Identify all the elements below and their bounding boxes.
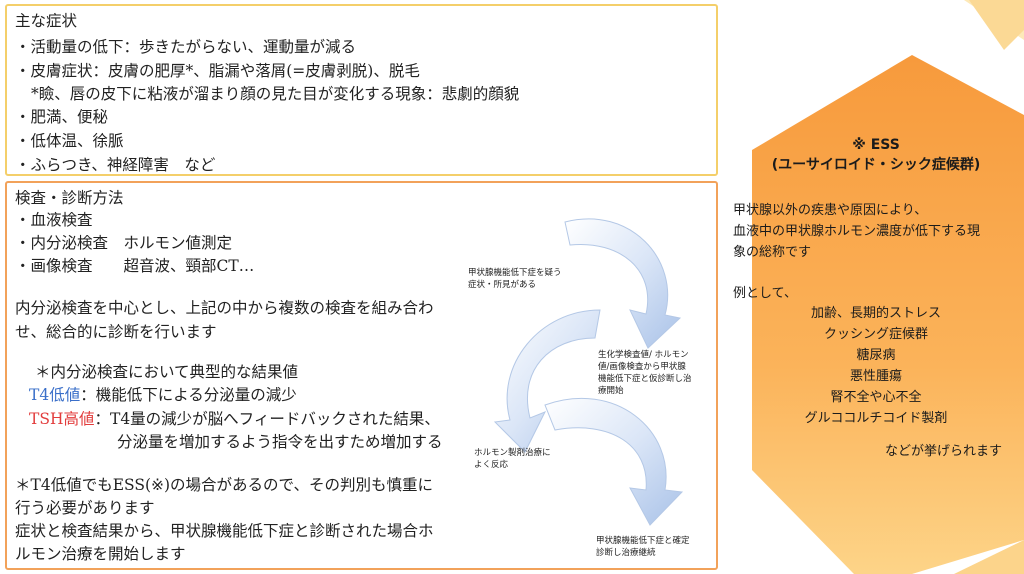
tsh-text-continued: 分泌量を増加するよう指令を出すため増加する: [117, 433, 443, 451]
symptom-line: ・皮膚症状：皮膚の肥厚*、脂漏や落屑(=皮膚剥脱)、脱毛: [15, 62, 420, 80]
t4-label: T4低値: [29, 386, 81, 404]
test-item: ・画像検査 超音波、頸部CT…: [15, 257, 255, 275]
flow-arrow-3: [544, 397, 684, 526]
ess-example: 加齢、長期的ストレス: [810, 306, 941, 321]
ess-example: クッシング症候群: [823, 327, 928, 342]
ess-example: 腎不全や心不全: [830, 390, 922, 405]
symptom-line: ・活動量の低下：歩きたがらない、運動量が減る: [15, 38, 357, 56]
summary-line: 内分泌検査を中心とし、上記の中から複数の検査を組み合わ: [15, 299, 434, 317]
ess-example: 悪性腫瘍: [849, 369, 902, 384]
tsh-label: TSH高値: [29, 410, 95, 428]
symptom-line: ・低体温、徐脈: [15, 132, 124, 150]
treatment-flow-arrows: [493, 218, 684, 526]
tsh-result: TSH高値：T4量の減少が脳へフィードバックされた結果、: [29, 408, 440, 430]
symptoms-heading: 主な症状: [15, 12, 78, 30]
t4-text: ：機能低下による分泌量の減少: [80, 386, 297, 404]
typical-results-heading: ＊内分泌検査において典型的な結果値: [35, 363, 299, 381]
flow-arrow-1: [564, 218, 682, 349]
flow-step-1: 甲状腺機能低下症を疑う 症状・所見がある: [468, 268, 562, 290]
ess-example-intro: 例として、: [733, 286, 797, 301]
symptoms-box: 主な症状 ・活動量の低下：歩きたがらない、運動量が減る ・皮膚症状：皮膚の肥厚*…: [5, 4, 718, 176]
note-line: 症状と検査結果から、甲状腺機能低下症と診断された場合ホ: [15, 522, 434, 540]
ess-closing: などが挙げられます: [885, 444, 1003, 459]
ess-example: 糖尿病: [856, 348, 896, 363]
note-line: ルモン治療を開始します: [15, 545, 186, 563]
symptom-line: ・ふらつき、神経障害 など: [15, 156, 216, 174]
ess-subtitle: (ユーサイロイド・シック症候群): [771, 157, 981, 173]
ess-title: ※ ESS: [852, 137, 900, 153]
flow-arrow-2: [493, 309, 601, 453]
ess-panel-background: [752, 0, 1024, 574]
ess-example: グルココルチコイド製剤: [804, 411, 948, 426]
t4-result: T4低値：機能低下による分泌量の減少: [29, 384, 297, 406]
summary-line: せ、総合的に診断を行います: [15, 323, 217, 341]
flow-step-4: 甲状腺機能低下症と確定 診断し治療継続: [596, 536, 690, 558]
ess-description: 甲状腺以外の疾患や原因により、 血液中の甲状腺ホルモン濃度が低下する現 象の総称…: [733, 203, 981, 260]
flow-step-3: ホルモン製剤治療に よく反応: [474, 448, 551, 470]
test-item: ・血液検査: [15, 211, 93, 229]
symptom-line: ・肥満、便秘: [15, 108, 109, 126]
symptom-footnote: *瞼、唇の皮下に粘液が溜まり顔の見た目が変化する現象：悲劇的顔貌: [31, 85, 520, 103]
diagnosis-heading: 検査・診断方法: [15, 189, 124, 207]
note-line: 行う必要があります: [15, 499, 155, 517]
note-line: ＊T4低値でもESS(※)の場合があるので、その判別も慎重に: [15, 476, 433, 494]
flow-step-2: 生化学検査値/ ホルモン 値/画像検査から甲状腺 機能低下症と仮診断し治 療開始: [598, 350, 692, 396]
ess-example-list: 加齢、長期的ストレス クッシング症候群 糖尿病 悪性腫瘍 腎不全や心不全 グルコ…: [728, 303, 1024, 429]
tsh-text: ：T4量の減少が脳へフィードバックされた結果、: [94, 410, 440, 428]
test-item: ・内分泌検査 ホルモン値測定: [15, 234, 233, 252]
